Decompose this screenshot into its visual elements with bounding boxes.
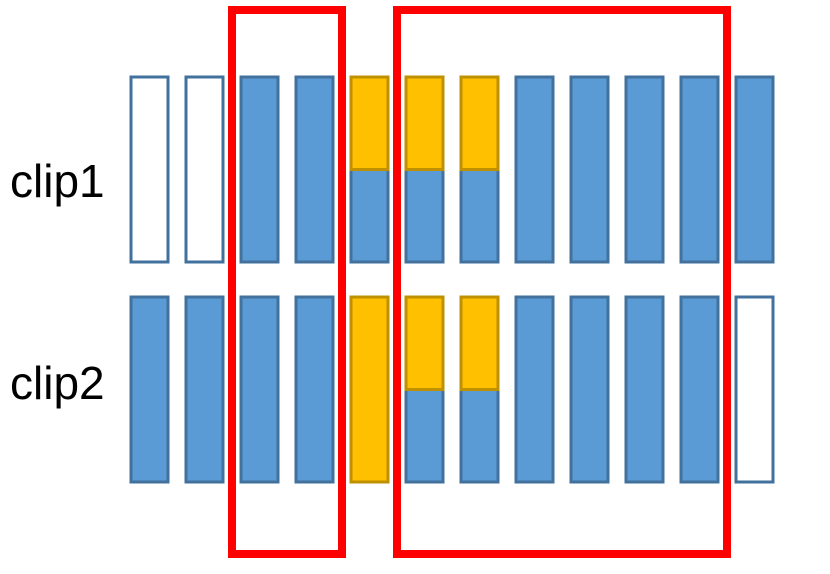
clip2-label: clip2 — [10, 357, 105, 409]
clip1-frame-11 — [679, 75, 720, 264]
clip1-frame-7-highlight — [459, 75, 500, 171]
clip2-frame-5-highlight — [349, 295, 390, 484]
clip1-frame-3 — [239, 75, 280, 264]
clip2-frame-1 — [129, 295, 170, 484]
clip2-frame-9 — [569, 295, 610, 484]
clip2-frame-8 — [514, 295, 555, 484]
clip1-frame-12 — [734, 75, 775, 264]
clip1-frame-1 — [129, 75, 170, 264]
clip1-frame-8 — [514, 75, 555, 264]
clip2-frame-4 — [294, 295, 335, 484]
clip2-frame-3 — [239, 295, 280, 484]
frame-bars — [129, 75, 775, 484]
clip1-frame-9 — [569, 75, 610, 264]
selection-window-1 — [228, 6, 346, 558]
selection-window-2 — [393, 6, 731, 558]
clip2-frame-7-highlight — [459, 295, 500, 391]
clip2-frame-10 — [624, 295, 665, 484]
clip2-frame-6-highlight — [404, 295, 445, 391]
clip1-frame-4 — [294, 75, 335, 264]
clip1-frame-6-highlight — [404, 75, 445, 171]
clip1-label: clip1 — [10, 155, 105, 207]
clip1-frame-5-highlight — [349, 75, 390, 171]
clip1-frame-10 — [624, 75, 665, 264]
selection-windows — [228, 6, 731, 558]
clip2-frame-11 — [679, 295, 720, 484]
clip1-frame-2 — [184, 75, 225, 264]
clip2-frame-12 — [734, 295, 775, 484]
clip2-frame-2 — [184, 295, 225, 484]
